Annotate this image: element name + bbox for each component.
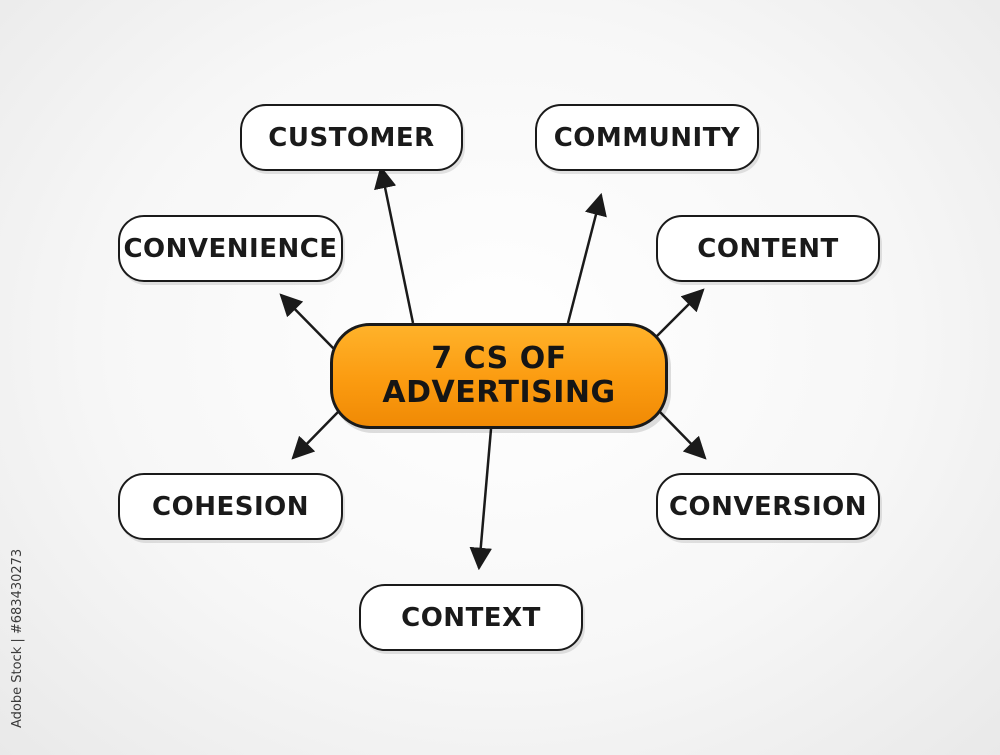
node-context: CONTEXT bbox=[359, 584, 583, 651]
stock-id-watermark: Adobe Stock | #683430273 bbox=[10, 548, 25, 728]
center-node: 7 CS OF ADVERTISING bbox=[330, 323, 668, 429]
node-context-label: CONTEXT bbox=[401, 602, 541, 633]
node-customer: CUSTOMER bbox=[240, 104, 463, 171]
node-conversion-label: CONVERSION bbox=[668, 491, 868, 522]
node-content: CONTENT bbox=[656, 215, 880, 282]
arrow-to-community bbox=[566, 192, 607, 324]
arrow-to-content bbox=[654, 288, 705, 339]
arrow-to-cohesion bbox=[291, 411, 339, 460]
center-title-line1: 7 CS OF bbox=[431, 341, 567, 376]
node-cohesion-label: COHESION bbox=[152, 491, 309, 522]
node-conversion: CONVERSION bbox=[656, 473, 880, 540]
node-community: COMMUNITY bbox=[535, 104, 759, 171]
node-cohesion: COHESION bbox=[118, 473, 343, 540]
node-customer-label: CUSTOMER bbox=[268, 122, 435, 153]
node-community-label: COMMUNITY bbox=[553, 122, 741, 153]
arrow-to-conversion bbox=[659, 411, 707, 460]
arrow-to-convenience bbox=[279, 293, 336, 351]
node-convenience-label: CONVENIENCE bbox=[123, 233, 338, 264]
arrow-to-context bbox=[469, 428, 493, 571]
center-title-line2: ADVERTISING bbox=[382, 375, 616, 410]
node-convenience: CONVENIENCE bbox=[118, 215, 343, 282]
node-content-label: CONTENT bbox=[697, 233, 839, 264]
arrow-to-customer bbox=[374, 165, 415, 324]
